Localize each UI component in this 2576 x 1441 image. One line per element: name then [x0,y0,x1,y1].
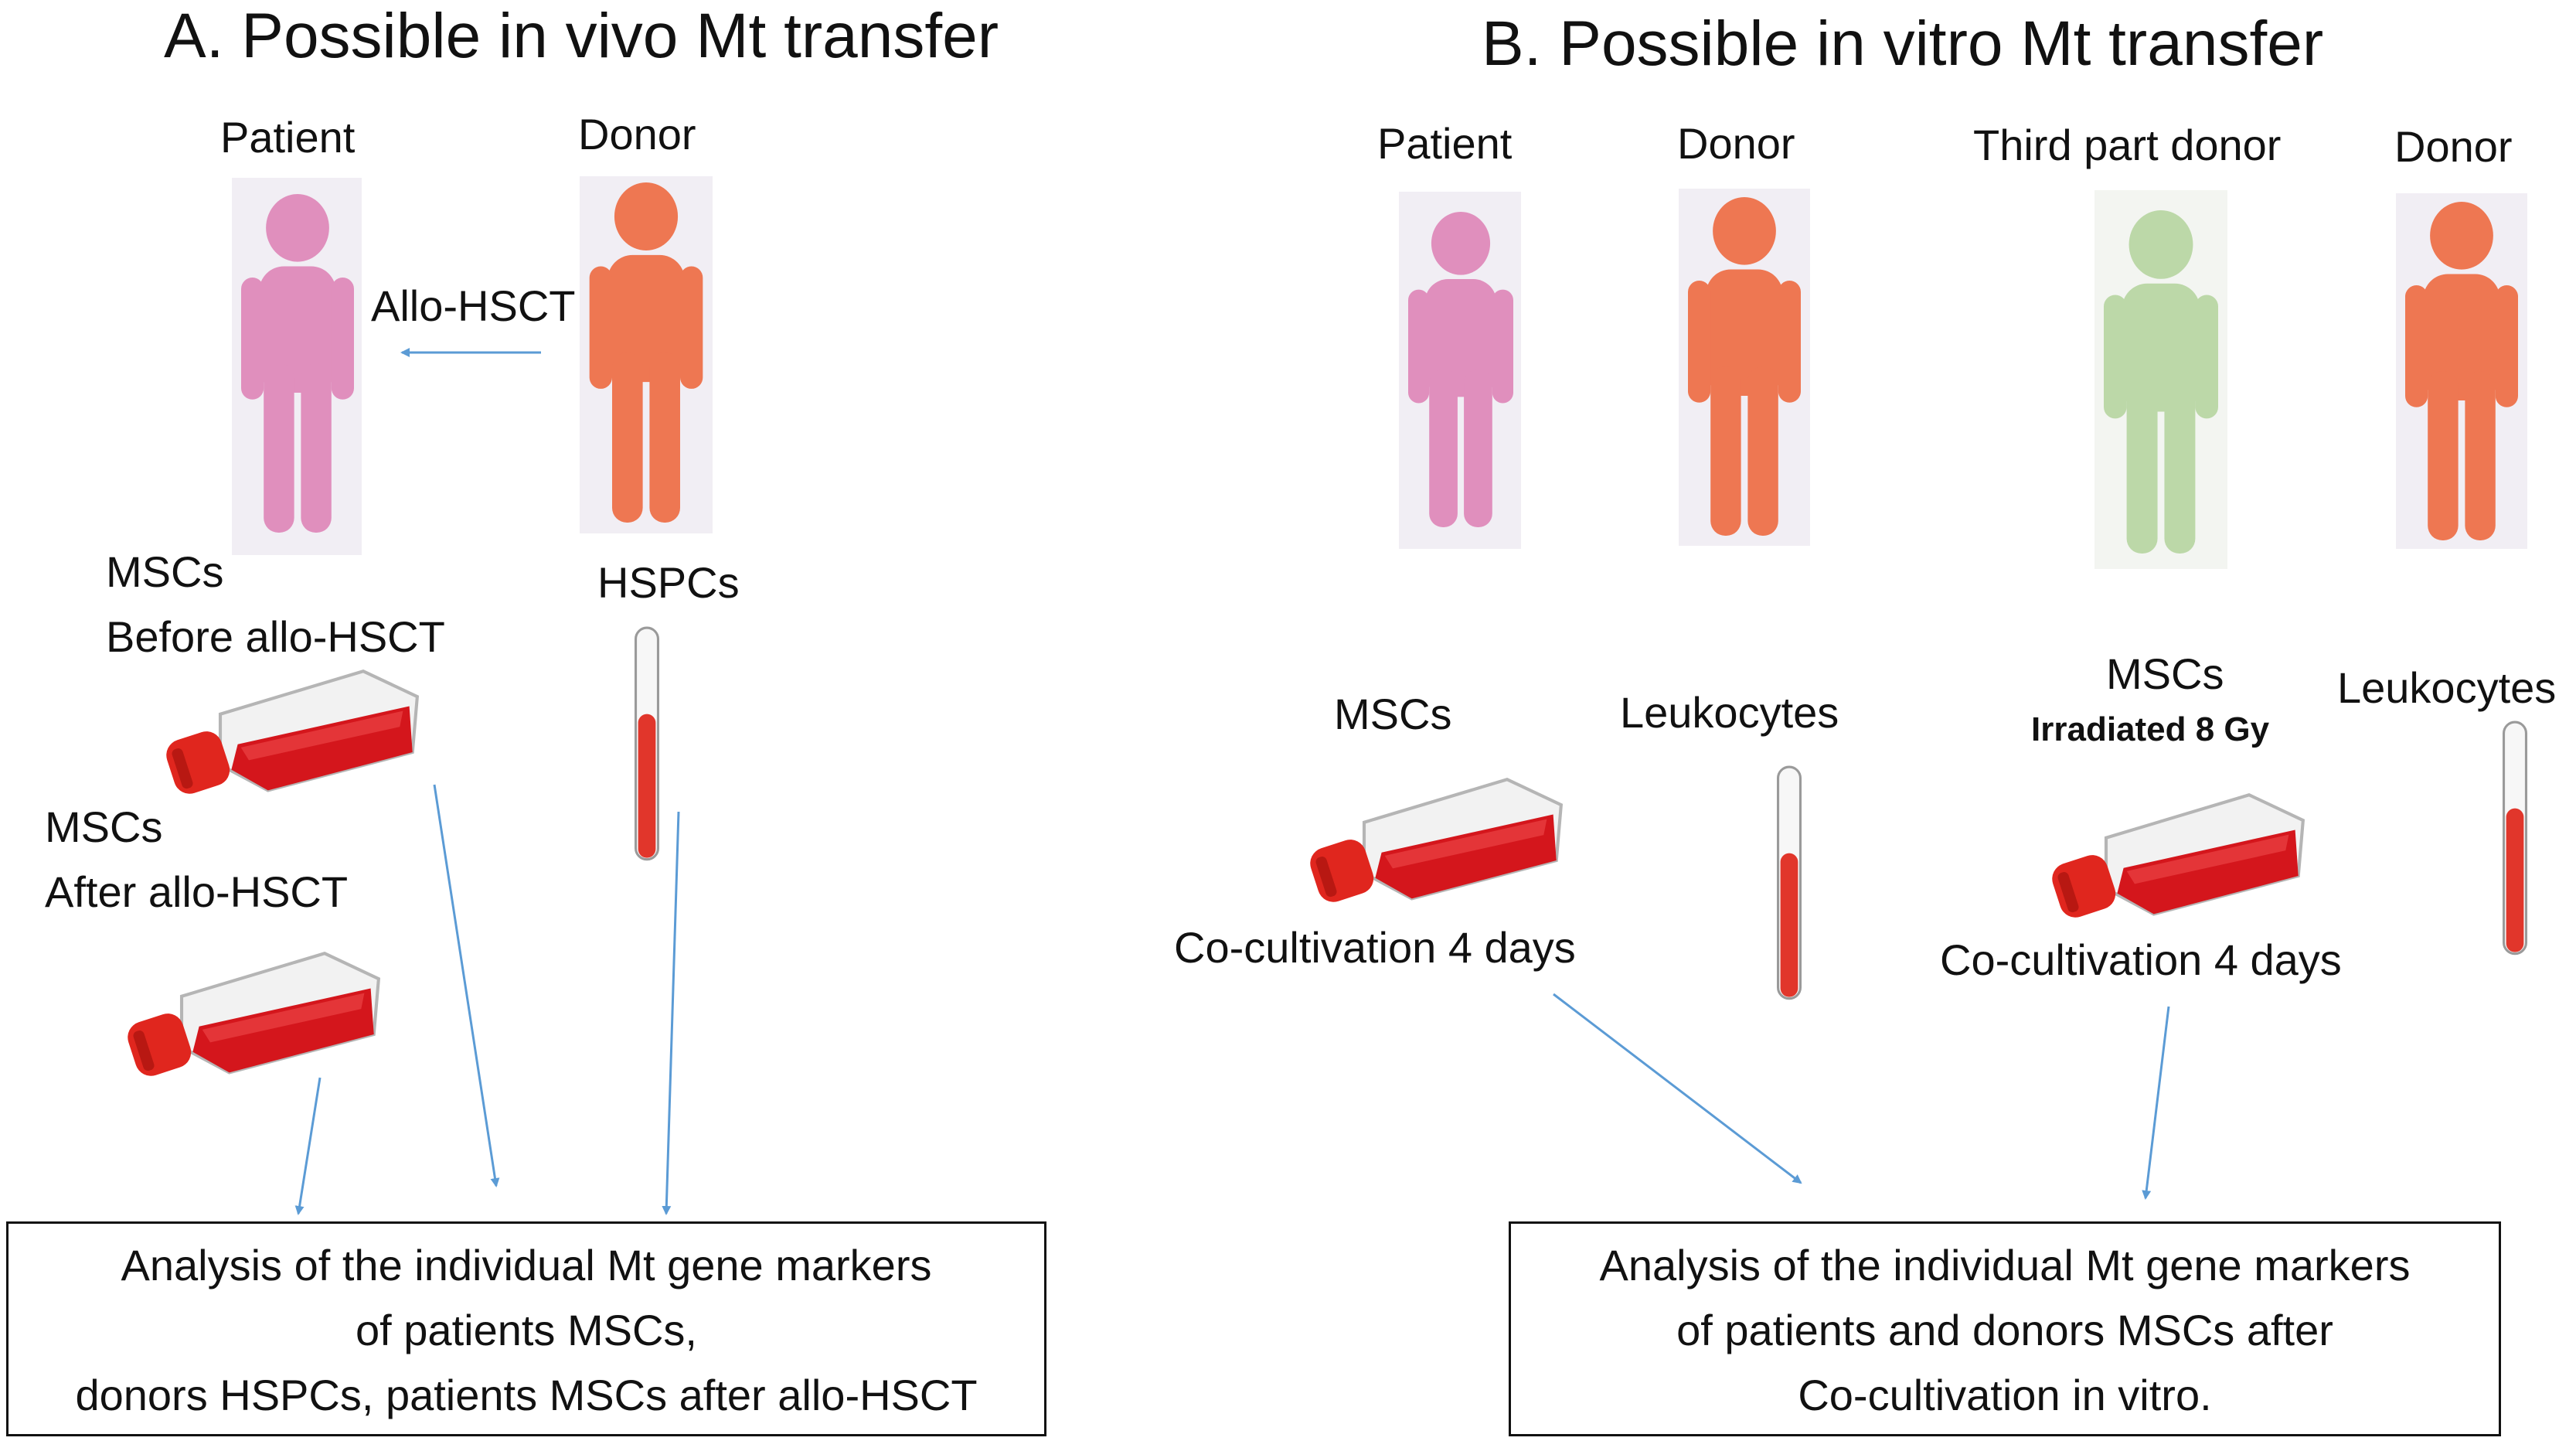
arrow-hspcs-to-analysis [662,811,680,1215]
analysis-box-a: Analysis of the individual Mt gene marke… [6,1221,1046,1436]
mscs2-label-b: MSCs [2106,649,2224,698]
patient-person-icon-a [241,194,354,533]
culture-flask-icon-after [124,953,379,1080]
test-tube-icon-hspcs [634,626,660,861]
test-tube-icon-leukocytes2 [2502,720,2528,956]
patient-label-b: Patient [1377,119,1513,168]
allo-hsct-label: Allo-HSCT [371,281,576,330]
donor-label-b: Donor [1677,119,1795,168]
third-party-person-icon-b [2104,210,2218,554]
patient-label-a: Patient [220,113,356,162]
third-party-label-b: Third part donor [1973,121,2282,169]
cocultivation-label-b: Co-cultivation 4 days [1174,923,1576,972]
leukocytes-label-b: Leukocytes [1620,688,1839,737]
mscs-before-label-line1: MSCs [106,547,224,596]
irradiated-label-b: Irradiated 8 Gy [2031,710,2270,748]
leukocytes2-label-b: Leukocytes [2337,663,2557,712]
mscs-after-label-line1: MSCs [45,802,163,851]
analysis-b-line-2: of patients and donors MSCs after [1676,1306,2333,1354]
test-tube-icon-leukocytes [1776,765,1802,1000]
analysis-b-line-3: Co-cultivation in vitro. [1798,1371,2212,1419]
cocultivation2-label-b: Co-cultivation 4 days [1940,935,2342,984]
culture-flask-icon-before [162,671,417,798]
analysis-box-b: Analysis of the individual Mt gene marke… [1509,1221,2501,1436]
donor2-label-b: Donor [2394,122,2513,171]
panel-a-title: A. Possible in vivo Mt transfer [164,1,999,71]
donor-person-icon-a [589,182,703,523]
arrow-cocultivation2-to-analysis [2142,1006,2170,1200]
hspcs-label: HSPCs [597,558,740,607]
mscs-before-label-line2: Before allo-HSCT [106,612,445,661]
mscs-after-label-line2: After allo-HSCT [45,867,349,916]
analysis-a-line-1: Analysis of the individual Mt gene marke… [121,1241,932,1289]
arrow-cocultivation-to-analysis [1553,993,1802,1184]
arrow-before-flask-to-analysis [433,784,500,1187]
culture-flask-icon-b1 [1306,779,1561,906]
analysis-b-line-1: Analysis of the individual Mt gene marke… [1599,1241,2411,1289]
analysis-a-line-3: donors HSPCs, patients MSCs after allo-H… [75,1371,978,1419]
donor-person-icon-b [1688,197,1801,536]
arrow-after-flask-to-analysis [294,1077,322,1215]
patient-person-icon-b [1408,212,1513,527]
donor-label-a: Donor [578,110,696,158]
analysis-a-line-2: of patients MSCs, [356,1306,697,1354]
panel-b-title: B. Possible in vitro Mt transfer [1482,9,2324,79]
donor2-person-icon-b [2405,202,2518,540]
culture-flask-icon-b2 [2048,795,2303,921]
mscs-label-b: MSCs [1334,690,1452,738]
